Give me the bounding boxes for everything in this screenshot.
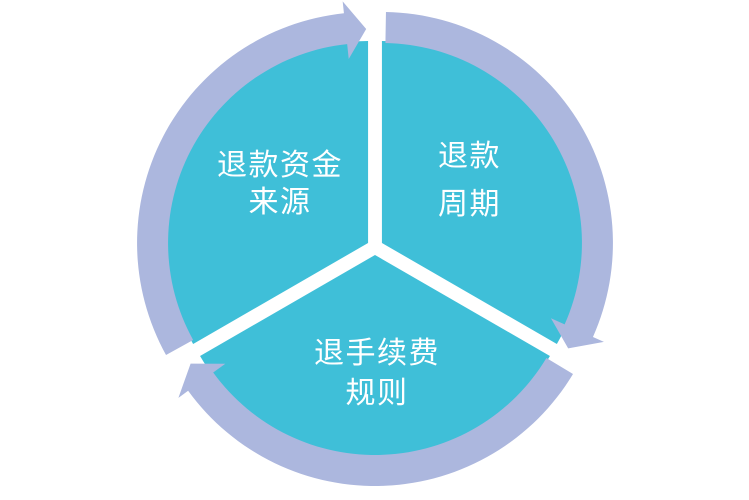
ring-arrow-refund-cycle: [385, 12, 613, 349]
sector-refund-fund-source-shape: [166, 41, 369, 344]
sector-refund-fee-rules-shape: [200, 255, 550, 458]
segment-refund-cycle-label-line2: 周期: [438, 187, 501, 222]
segment-refund-cycle-label-line1: 退款: [438, 139, 501, 174]
segment-refund-fee-rules-label-line2: 规则: [346, 376, 409, 411]
segment-refund-fund-source-label-line1: 退款资金: [217, 148, 343, 183]
segment-refund-fund-source-label-line2: 来源: [249, 185, 312, 220]
segment-refund-fee-rules-label-line1: 退手续费: [314, 336, 440, 371]
ring-arrow-refund-fund-source: [137, 1, 367, 355]
sector-refund-cycle-shape: [381, 40, 584, 344]
ring-arrow-refund-fee-rules: [178, 358, 574, 487]
